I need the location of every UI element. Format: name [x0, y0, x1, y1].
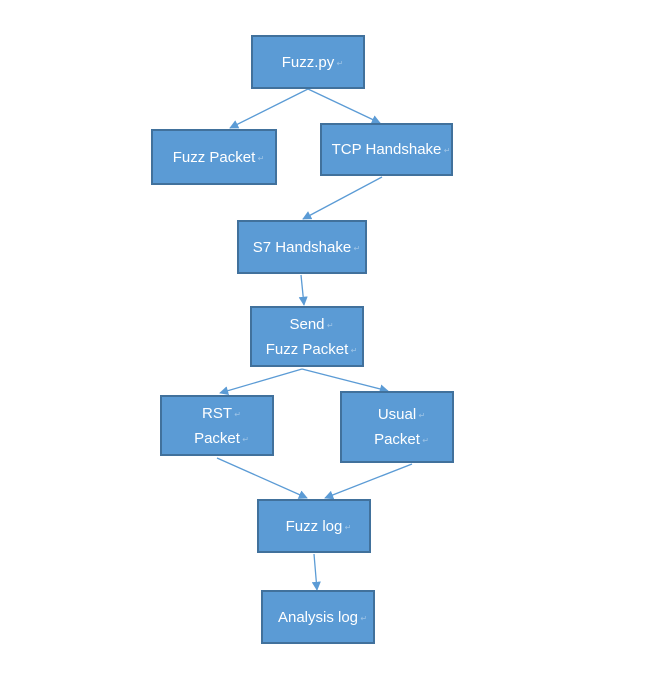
node-fuzz-log: Fuzz log: [257, 499, 371, 553]
node-label-line-1: RST: [202, 401, 241, 427]
node-label: S7 Handshake: [253, 235, 361, 261]
node-s7-handshake: S7 Handshake: [237, 220, 367, 274]
node-label-line-2: Packet: [194, 426, 249, 452]
node-analysis-log: Analysis log: [261, 590, 375, 644]
arrow-send-fuzz-packet-to-usual-packet: [301, 368, 389, 394]
node-label: Fuzz Packet: [173, 145, 264, 171]
node-fuzz-py: Fuzz.py: [251, 35, 365, 89]
node-rst-packet: RST Packet: [160, 395, 274, 456]
node-label: Analysis log: [278, 605, 367, 631]
arrow-rst-packet-to-fuzz-log: [216, 457, 308, 499]
arrow-fuzz-py-to-fuzz-packet: [229, 88, 309, 129]
node-label-line-1: Usual: [378, 402, 426, 428]
node-label-line-2: Packet: [374, 427, 429, 453]
node-tcp-handshake: TCP Handshake: [320, 123, 453, 176]
node-fuzz-packet: Fuzz Packet: [151, 129, 277, 185]
node-label: Fuzz log: [286, 514, 351, 540]
node-usual-packet: Usual Packet: [340, 391, 454, 463]
arrow-s7-handshake-to-send-fuzz-packet: [298, 274, 308, 306]
node-label: Fuzz.py: [282, 50, 343, 76]
node-send-fuzz-packet: Send Fuzz Packet: [250, 306, 364, 367]
node-label-line-1: Send: [289, 312, 333, 338]
arrow-tcp-handshake-to-s7-handshake: [302, 176, 383, 220]
node-label: TCP Handshake: [332, 137, 451, 163]
arrow-usual-packet-to-fuzz-log: [324, 463, 413, 500]
arrow-send-fuzz-packet-to-rst-packet: [219, 368, 303, 396]
arrow-fuzz-py-to-tcp-handshake: [307, 88, 381, 124]
node-label-line-2: Fuzz Packet: [266, 337, 357, 363]
arrow-fuzz-log-to-analysis-log: [311, 553, 321, 591]
